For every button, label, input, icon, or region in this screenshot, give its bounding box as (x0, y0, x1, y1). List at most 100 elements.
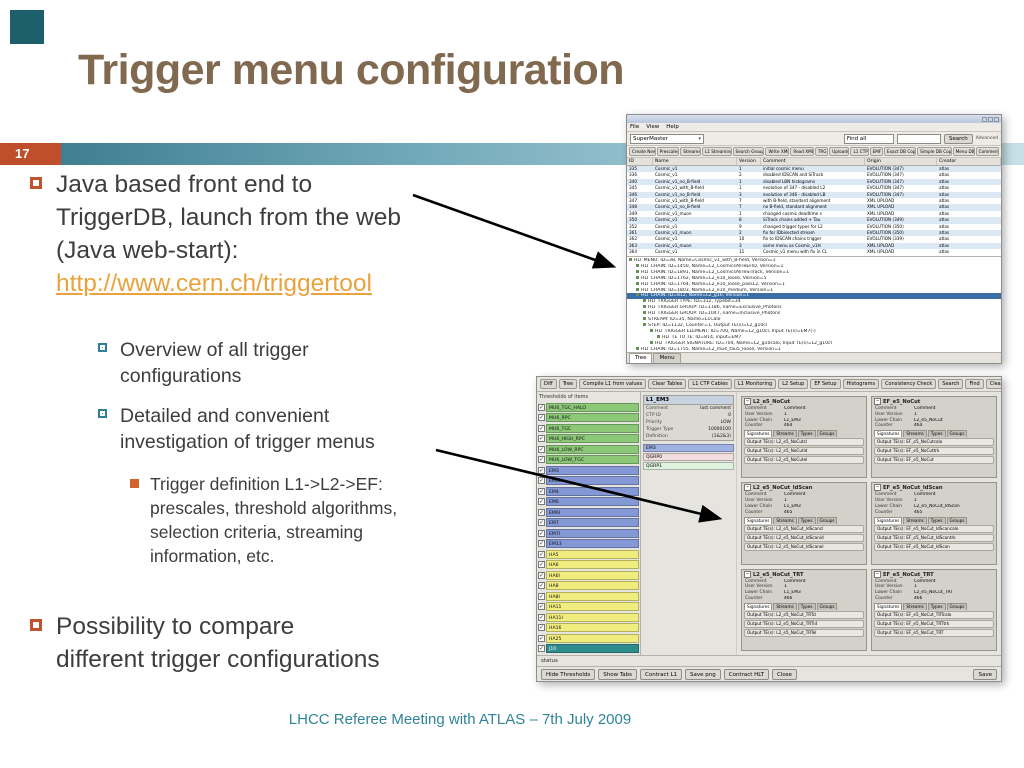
toolbar-button[interactable]: Read XML (790, 147, 814, 156)
tree-node[interactable]: HLT TRIGGER TYPE: ID=312, Typebit=34 (627, 299, 1001, 305)
bottom-button[interactable]: Close (771, 669, 797, 680)
output-te-button[interactable]: Output TE(s): L2_e5_NoCut_TRTid (744, 619, 864, 628)
threshold-row[interactable]: ✓ MU6_TGC (537, 423, 640, 434)
threshold-checkbox[interactable]: ✓ (538, 487, 545, 495)
tree-node[interactable]: HLT TRIGGER GROUP: ID=1186, name=Exclusi… (627, 305, 1001, 311)
threshold-row[interactable]: ✓ EM3 (537, 465, 640, 476)
column-header[interactable]: ID (627, 158, 653, 165)
table-row[interactable]: 361 Cosmic_v1_muon 2 fix for IDbisected … (627, 229, 1001, 237)
toolbar-tab[interactable]: Search (938, 379, 964, 389)
save-button[interactable]: Save (973, 669, 997, 680)
toolbar-tab[interactable]: Consistency Check (881, 379, 937, 389)
threshold-row[interactable]: ✓ EM3I (537, 476, 640, 487)
panel-tab[interactable]: Types (927, 516, 946, 524)
tree-node[interactable]: HLT CHAIN: ID=1764, Name=L2_e10_loose_pa… (627, 281, 1001, 288)
panel-tab[interactable]: Groups (946, 516, 968, 524)
search-input[interactable] (896, 133, 941, 144)
threshold-row[interactable]: ✓ MU6_TGC_HALO (537, 402, 640, 413)
chain-panel-title[interactable]: EF_e5_NoCut (872, 397, 996, 406)
table-row[interactable]: 363 Cosmic_v1_muon 3 same menu as Cosmic… (627, 242, 1001, 250)
panel-tab[interactable]: Streams (903, 516, 927, 524)
threshold-row[interactable]: ✓ EM6 (537, 497, 640, 508)
output-te-button[interactable]: Output TE(s): EF_e5_NoCut_TRTtrk (874, 619, 994, 628)
toolbar-button[interactable]: Streams (680, 147, 701, 156)
triggertool-link[interactable]: http://www.cern.ch/triggertool (56, 270, 372, 297)
threshold-checkbox[interactable]: ✓ (538, 466, 545, 474)
output-te-button[interactable]: Output TE(s): EF_e5_NoCut (874, 456, 994, 465)
output-te-button[interactable]: Output TE(s): L2_e5_NoCutcl (744, 438, 864, 447)
threshold-checkbox[interactable]: ✓ (538, 592, 545, 600)
toolbar-button[interactable]: Menu DB (952, 147, 975, 156)
toolbar-tab[interactable]: Tree (558, 379, 578, 389)
threshold-checkbox[interactable]: ✓ (538, 645, 545, 653)
threshold-row[interactable]: ✓ EM6I (537, 507, 640, 518)
threshold-row[interactable]: ✓ MU6_LOW_TGC (537, 455, 640, 466)
table-row[interactable]: 335 Cosmic_v1 1 initial cosmic menu EVOL… (627, 166, 1001, 173)
threshold-checkbox[interactable]: ✓ (538, 603, 545, 611)
threshold-checkbox[interactable]: ✓ (538, 403, 545, 411)
toolbar-button[interactable]: Write XML (765, 147, 790, 156)
panel-tab[interactable]: Groups (946, 430, 968, 438)
chain-panel-title[interactable]: L2_e5_NoCut_IdScan (742, 483, 866, 492)
output-te-button[interactable]: Output TE(s): EF_e5_NoCut_IdScancalo (874, 524, 994, 533)
threshold-row[interactable]: ✓ HA25 (537, 633, 640, 644)
panel-tab[interactable]: Streams (903, 602, 927, 610)
threshold-row[interactable]: ✓ HA11I (537, 612, 640, 623)
threshold-row[interactable]: ✓ EM4 (537, 486, 640, 497)
panel-tab[interactable]: Types (797, 516, 816, 524)
threshold-checkbox[interactable]: ✓ (538, 498, 545, 506)
threshold-checkbox[interactable]: ✓ (538, 571, 545, 579)
threshold-row[interactable]: ✓ MU6_HIGH_RPC (537, 434, 640, 445)
column-header[interactable]: Creator (937, 158, 1001, 165)
menu-item[interactable]: Help (666, 124, 679, 130)
threshold-row[interactable]: ✓ HA11 (537, 602, 640, 613)
threshold-chip[interactable]: EM3 (643, 444, 734, 452)
tree-node[interactable]: HLT CHAIN: ID=1803, Name=L2_e10_medium, … (627, 287, 1001, 294)
toolbar-tab[interactable]: L2 Setup (778, 379, 809, 389)
panel-tab[interactable]: Signatures (744, 516, 773, 524)
output-te-button[interactable]: Output TE(s): L2_e5_NoCut_IdScanid (744, 533, 864, 542)
threshold-checkbox[interactable]: ✓ (538, 456, 545, 464)
panel-tab[interactable]: Streams (773, 430, 797, 438)
l1-item-title[interactable]: L1_EM3 (644, 396, 733, 405)
window-buttons-icon[interactable] (982, 116, 999, 122)
toolbar-button[interactable]: Search Groups (732, 147, 765, 156)
tree-node[interactable]: HLT CHAIN: ID=812, Name=L2_g10, Version=… (627, 293, 1001, 300)
toolbar-button[interactable]: Find (965, 379, 984, 389)
table-row[interactable]: 346 Cosmic_v1_no_B-field 3 evolution of … (627, 191, 1001, 198)
table-row[interactable]: 345 Cosmic_v1_with_B-field 1 evolution o… (627, 185, 1001, 191)
threshold-chip[interactable]: QGRP1 (643, 462, 734, 470)
threshold-chip[interactable]: QGRP0 (643, 453, 734, 461)
bottom-tab[interactable]: Tree (629, 353, 653, 363)
threshold-checkbox[interactable]: ✓ (538, 519, 545, 527)
table-row[interactable]: 336 Cosmic_v1 2 disabled IDSCAN and SiTr… (627, 172, 1001, 178)
tree-node[interactable]: HLT CHAIN: ID=1891, Name=L2_CosmicsAllTe… (627, 269, 1001, 276)
toolbar-tab[interactable]: Diff (540, 379, 557, 389)
output-te-button[interactable]: Output TE(s): EF_e5_NoCut_TRTcalo (874, 610, 994, 619)
bottom-button[interactable]: Contract HLT (723, 669, 769, 680)
bottom-button[interactable]: Save png (685, 669, 721, 680)
output-te-button[interactable]: Output TE(s): EF_e5_NoCut_IdScan (874, 542, 994, 551)
panel-tab[interactable]: Groups (816, 430, 838, 438)
threshold-checkbox[interactable]: ✓ (538, 550, 545, 558)
toolbar-tab[interactable]: L1 Monitoring (733, 379, 777, 389)
tree-node[interactable]: HLT CHAIN: ID=1450, Name=L2_CosmicsAllTe… (627, 263, 1001, 270)
column-header[interactable]: Version (737, 158, 761, 165)
output-te-button[interactable]: Output TE(s): EF_e5_NoCut_TRT (874, 628, 994, 637)
column-header[interactable]: Comment (761, 158, 865, 165)
threshold-row[interactable]: ✓ HA6 (537, 560, 640, 571)
threshold-checkbox[interactable]: ✓ (538, 634, 545, 642)
tree-node[interactable]: HLT TE TO TE: ID=814, input=EM7 (627, 334, 1001, 341)
toolbar-button[interactable]: Exact DB Copy (883, 147, 917, 156)
tree-node[interactable]: HLT TRIGGER SIGNATURE: ID=704, Name=L2_g… (627, 340, 1001, 347)
threshold-row[interactable]: ✓ J10 (537, 644, 640, 655)
threshold-checkbox[interactable]: ✓ (538, 508, 545, 516)
table-row[interactable]: 349 Cosmic_v1_muon 1 changed cosmic dead… (627, 211, 1001, 217)
toolbar-tab[interactable]: Clear Tables (648, 379, 687, 389)
output-te-button[interactable]: Output TE(s): L2_e5_NoCutid (744, 447, 864, 456)
panel-tab[interactable]: Groups (816, 602, 838, 610)
table-row[interactable]: 348 Cosmic_v1_no_B-field 7 no B-field, s… (627, 204, 1001, 211)
table-row[interactable]: 347 Cosmic_v1_with_B-field 7 with B-fiel… (627, 198, 1001, 204)
table-row[interactable]: 352 Cosmic_v1 9 changed trigger types fo… (627, 224, 1001, 230)
supermaster-combo[interactable]: SuperMaster ▾ (630, 133, 704, 144)
